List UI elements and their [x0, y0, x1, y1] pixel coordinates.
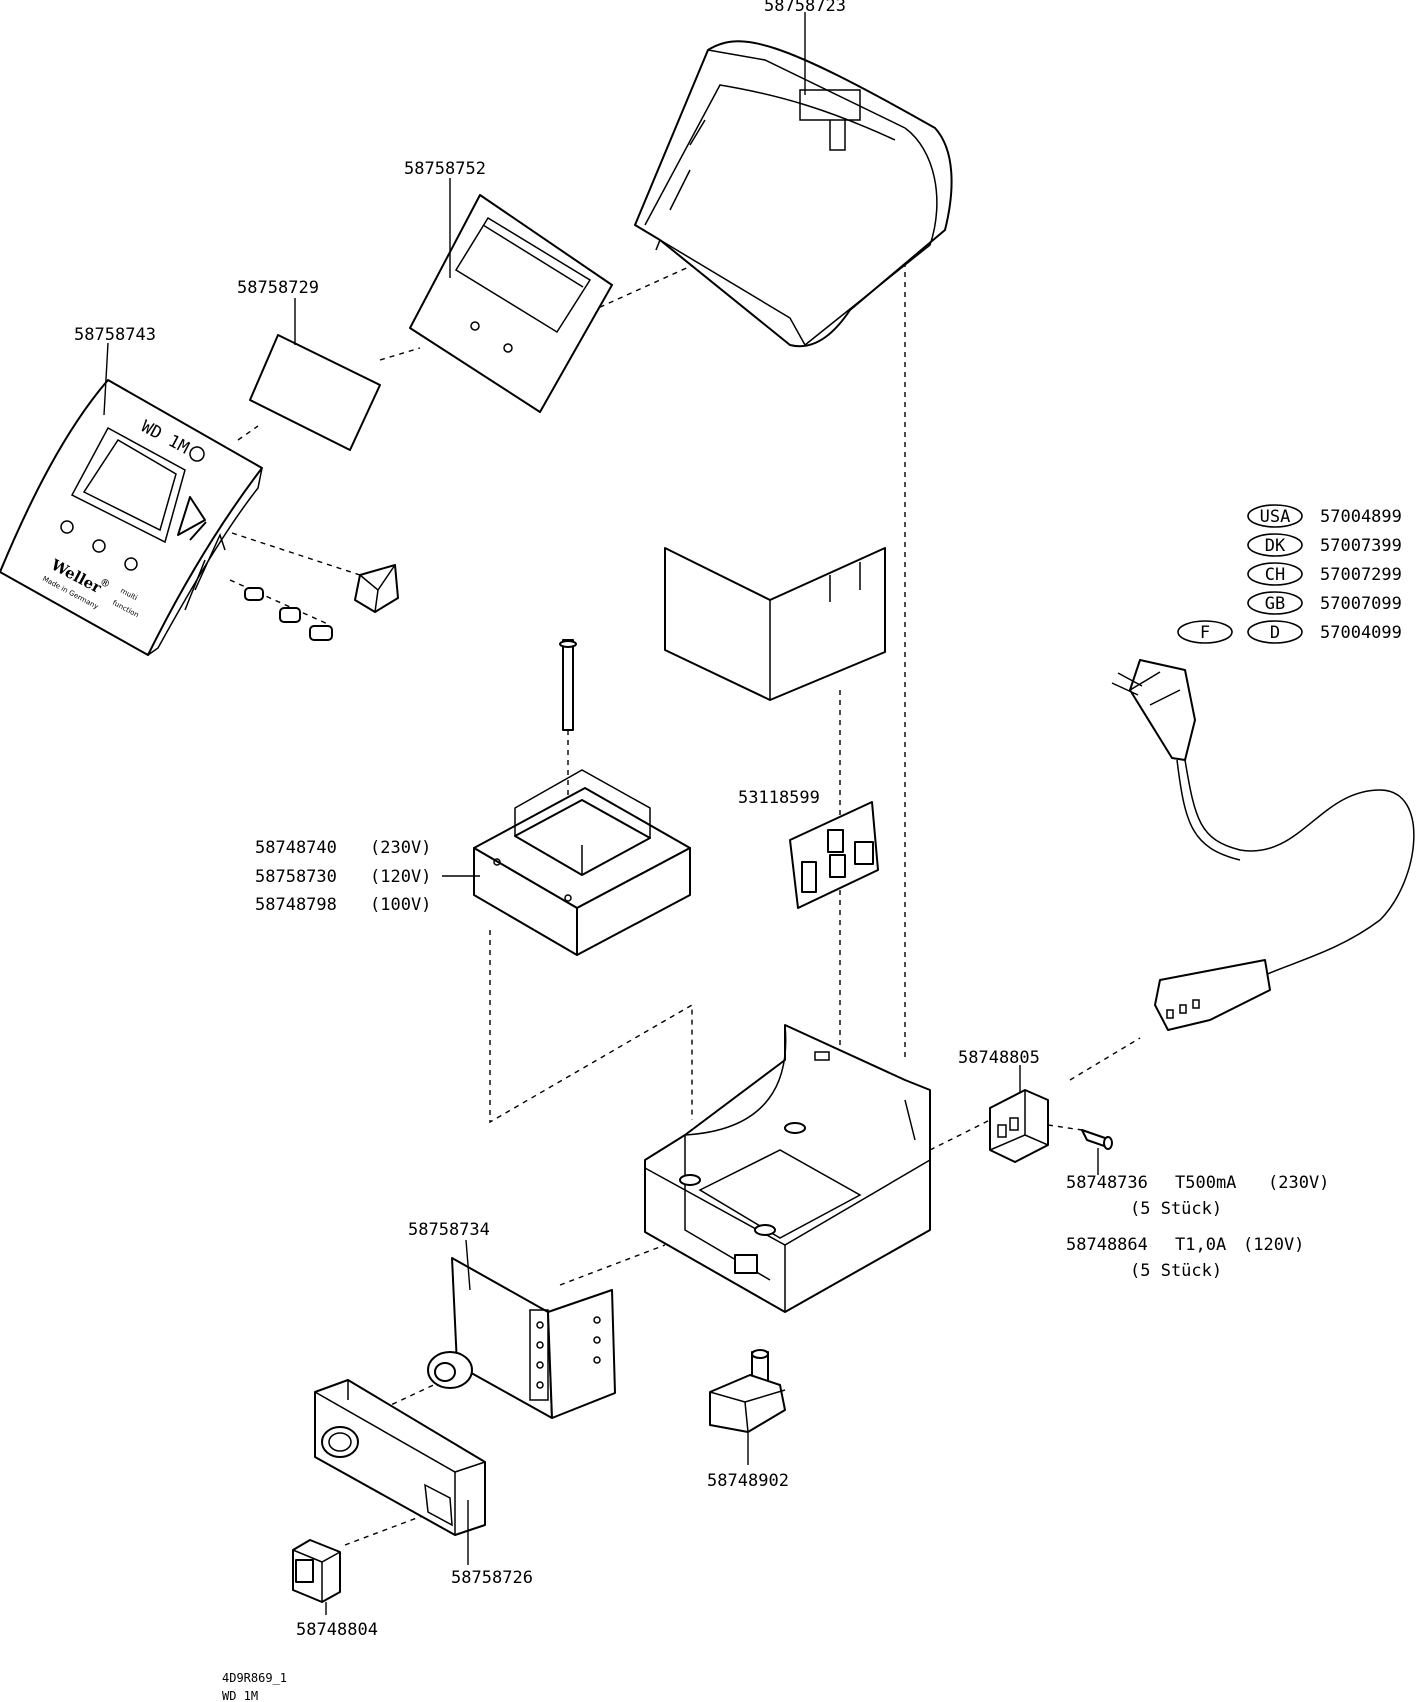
- power-cord-part-number: 57007399: [1320, 536, 1402, 556]
- panel-clip-and-buttons: [244, 564, 399, 641]
- fuse-1a-voltage: (120V): [1243, 1235, 1304, 1255]
- country-oval: [1247, 533, 1303, 557]
- fuse-500-qty: (5 Stück): [1130, 1199, 1222, 1219]
- main-pcb: 58758734: [408, 1220, 616, 1419]
- display-foil: 58758729: [237, 278, 381, 451]
- label-transformer-100: 58748798: [255, 895, 337, 915]
- foot: 58748902: [707, 1349, 789, 1491]
- power-socket: 58748805: [958, 1048, 1049, 1163]
- label-display-bezel: 58758752: [404, 159, 486, 179]
- country-code: D: [1270, 623, 1280, 643]
- country-oval: [1247, 591, 1303, 615]
- fuse-500-rating: T500mA: [1175, 1173, 1236, 1193]
- voltage-120: (120V): [370, 867, 431, 887]
- label-housing-cover: 58758723: [764, 0, 846, 16]
- power-cord-part-number: 57004899: [1320, 507, 1402, 527]
- label-fuse-1a: 58748864: [1066, 1235, 1148, 1255]
- base-housing: [644, 1024, 931, 1313]
- label-foot: 58748902: [707, 1471, 789, 1491]
- voltage-230: (230V): [370, 838, 431, 858]
- label-transformer-230: 58748740: [255, 838, 337, 858]
- mains-switch: 58748804: [292, 1539, 378, 1640]
- power-cord-part-number: 57007099: [1320, 594, 1402, 614]
- label-fuse-500: 58748736: [1066, 1173, 1148, 1193]
- fuse-1a-rating: T1,0A: [1175, 1235, 1226, 1255]
- transformer-screw: [559, 639, 577, 731]
- mains-cable: [1111, 659, 1415, 1031]
- label-front-panel: 58758743: [74, 325, 156, 345]
- label-transformer-120: 58758730: [255, 867, 337, 887]
- country-code: F: [1200, 623, 1210, 643]
- voltage-100: (100V): [370, 895, 431, 915]
- label-socket-frame: 58758726: [451, 1568, 533, 1588]
- power-cord-part-number: 57007299: [1320, 565, 1402, 585]
- country-code: CH: [1265, 565, 1285, 585]
- housing-cover: 58758723: [634, 0, 953, 348]
- country-code: USA: [1260, 507, 1291, 527]
- label-display-foil: 58758729: [237, 278, 319, 298]
- label-mains-switch: 58748804: [296, 1620, 378, 1640]
- control-pcb: 53118599: [738, 788, 879, 909]
- country-oval: [1247, 620, 1303, 644]
- label-control-pcb: 53118599: [738, 788, 820, 808]
- transformer: 58748740 (230V) 58758730 (120V) 58748798…: [255, 769, 691, 956]
- drawing-footer: 4D9R869_1 WD 1M: [222, 1671, 287, 1702]
- front-panel: WD 1M Weller ® Made in Germany multi fun…: [0, 325, 263, 656]
- country-code: DK: [1265, 536, 1286, 556]
- label-main-pcb: 58758734: [408, 1220, 490, 1240]
- country-code: GB: [1265, 594, 1285, 614]
- label-power-socket: 58748805: [958, 1048, 1040, 1068]
- fuse: 58748736 T500mA (230V) (5 Stück) 5874886…: [1066, 1129, 1329, 1281]
- country-oval: [1177, 620, 1233, 644]
- footer-model: WD 1M: [222, 1689, 258, 1702]
- country-oval: [1247, 562, 1303, 586]
- fuse-500-voltage: (230V): [1268, 1173, 1329, 1193]
- fuse-1a-qty: (5 Stück): [1130, 1261, 1222, 1281]
- socket-frame: 58758726: [314, 1379, 533, 1588]
- power-cord-part-number: 57004099: [1320, 623, 1402, 643]
- footer-drawing-no: 4D9R869_1: [222, 1671, 287, 1685]
- country-oval: [1247, 504, 1303, 528]
- heat-shield: [664, 547, 886, 701]
- display-bezel: 58758752: [404, 159, 613, 413]
